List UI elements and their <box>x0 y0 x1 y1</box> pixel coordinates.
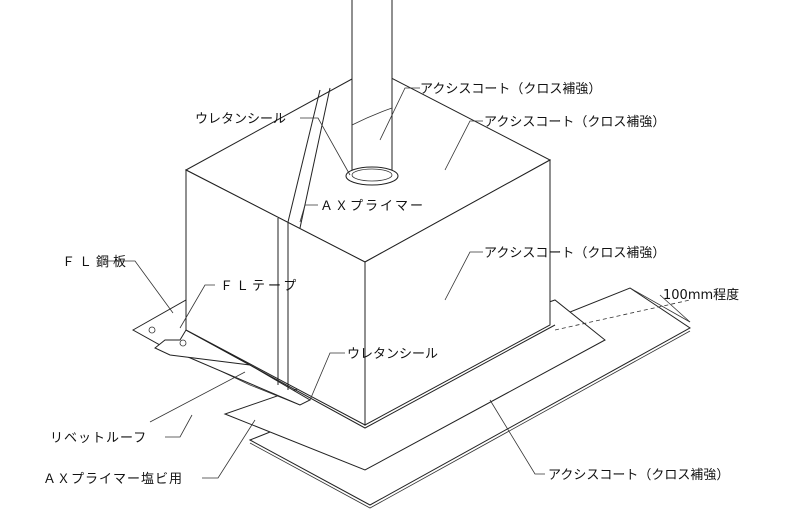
fl-steel-plate <box>131 299 312 406</box>
label-urethane-seal-top: ウレタンシール <box>195 112 286 127</box>
dimension-dashed-line <box>554 299 691 331</box>
label-axis-coat-3: アクシスコート（クロス補強） <box>484 246 665 261</box>
label-axis-coat-2: アクシスコート（クロス補強） <box>484 115 665 130</box>
label-axis-coat-4: アクシスコート（クロス補強） <box>548 468 729 483</box>
label-ax-primer-pvc: ＡＸプライマー塩ビ用 <box>43 472 183 487</box>
label-fl-steel-plate: ＦＬ鋼板 <box>62 255 130 270</box>
label-axis-coat-1: アクシスコート（クロス補強） <box>420 82 601 97</box>
label-ax-primer: ＡＸプライマー <box>320 199 425 214</box>
box-base-flange <box>185 324 556 429</box>
pipe <box>345 0 399 186</box>
label-rivet-roof: リベットルーフ <box>50 431 147 446</box>
leader-lines <box>105 87 691 479</box>
label-urethane-seal-bottom: ウレタンシール <box>347 347 438 362</box>
label-fl-tape: ＦＬテープ <box>220 279 299 294</box>
label-overlap-dimension: 100mm程度 <box>663 287 739 303</box>
